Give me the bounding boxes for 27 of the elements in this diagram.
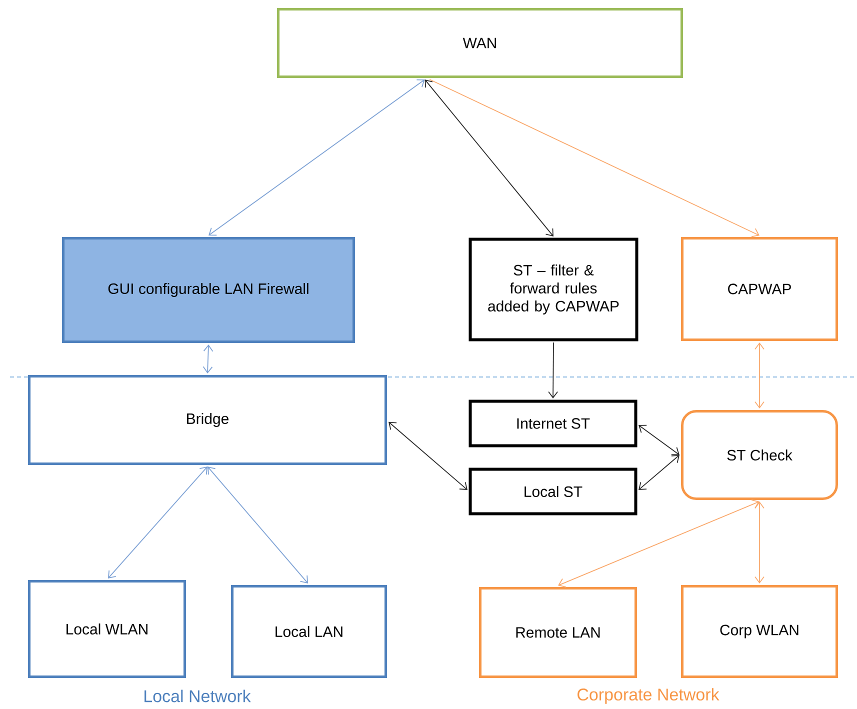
process-box: Local WLAN: [28, 580, 186, 678]
arrow: [754, 342, 764, 408]
arrow: [388, 422, 468, 490]
rounded-box: ST Check: [681, 410, 838, 500]
process-box: Local ST: [468, 468, 638, 516]
process-box: CAPWAP: [681, 237, 838, 341]
network-box: WAN: [277, 8, 683, 78]
process-box: Remote LAN: [479, 587, 637, 678]
arrow: [429, 79, 760, 238]
arrow: [208, 466, 308, 584]
network-label: Local Network: [144, 690, 251, 702]
process-box: Bridge: [28, 375, 387, 465]
arrow: [754, 502, 764, 584]
process-box: Internet ST: [468, 400, 638, 448]
arrow: [548, 342, 558, 398]
arrow: [558, 500, 760, 588]
process-box: ST – filter & forward rules added by CAPWAP: [468, 238, 638, 342]
firewall-box: GUI configurable LAN Firewall: [62, 237, 355, 343]
network-label: Corporate Network: [578, 688, 720, 704]
process-box: Corp WLAN: [681, 585, 838, 678]
arrow: [108, 466, 208, 578]
arrow: [202, 344, 214, 374]
arrow: [424, 80, 554, 236]
arrow: [638, 424, 680, 456]
arrow: [208, 79, 425, 236]
process-box: Local LAN: [231, 585, 387, 678]
arrow: [638, 455, 680, 490]
